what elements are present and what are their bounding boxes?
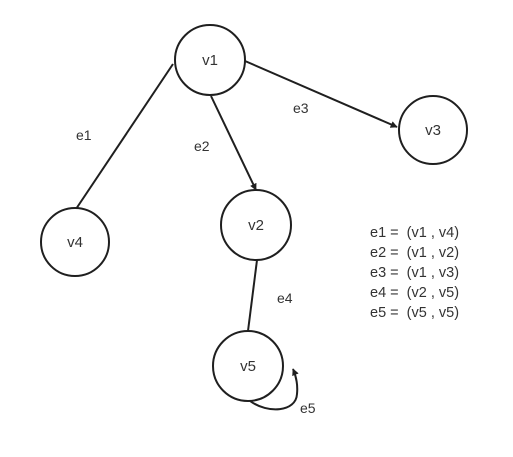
edge-e5: [249, 368, 299, 411]
edge-e4: [247, 259, 258, 332]
node-v5-circle: [212, 330, 284, 402]
edge-definition-e5: e5 = (v5 , v5): [370, 305, 459, 321]
node-v1: v1: [174, 24, 246, 96]
edge-e2-label: e2: [194, 138, 210, 154]
node-v4: v4: [40, 207, 110, 277]
edge-e1-label: e1: [76, 127, 92, 143]
edge-e5-label: e5: [300, 400, 316, 416]
node-v4-circle: [40, 207, 110, 277]
node-v5: v5: [212, 330, 284, 402]
node-v2-circle: [220, 189, 292, 261]
edge-e2: [210, 95, 257, 191]
node-v2-label: v2: [248, 217, 264, 234]
node-v1-label: v1: [202, 52, 218, 69]
edge-definition-e2: e2 = (v1 , v2): [370, 245, 459, 261]
edge-e4-label: e4: [277, 290, 293, 306]
node-v4-label: v4: [67, 234, 83, 251]
node-v5-label: v5: [240, 358, 256, 375]
edge-definitions: e1 = (v1 , v4) e2 = (v1 , v2) e3 = (v1 ,…: [370, 225, 459, 321]
node-v1-circle: [174, 24, 246, 96]
edge-definition-e3: e3 = (v1 , v3): [370, 265, 459, 281]
edge-definition-e1: e1 = (v1 , v4): [370, 225, 459, 241]
node-v3-circle: [398, 95, 468, 165]
node-v3: v3: [398, 95, 468, 165]
edge-e3: [244, 60, 398, 128]
node-v2: v2: [220, 189, 292, 261]
edge-definition-e4: e4 = (v2 , v5): [370, 285, 459, 301]
edge-e1: [75, 63, 174, 210]
node-v3-label: v3: [425, 122, 441, 139]
edge-e3-label: e3: [293, 100, 309, 116]
